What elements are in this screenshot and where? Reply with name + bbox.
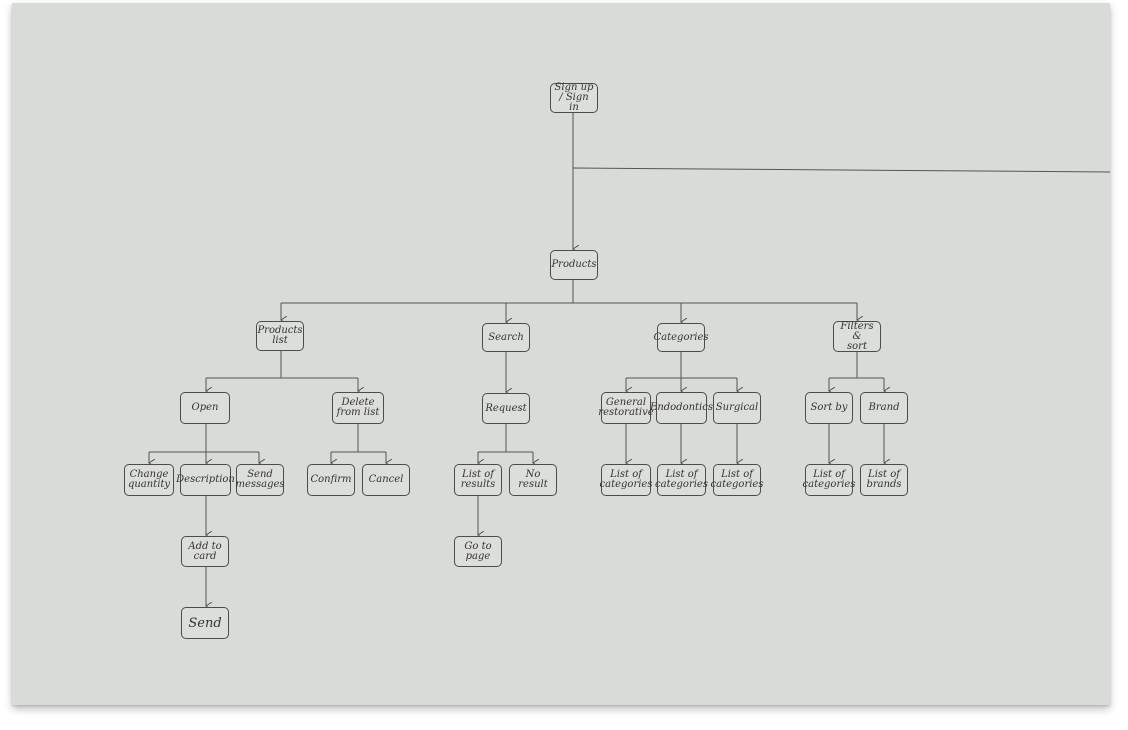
node-search: Search [482, 323, 530, 352]
node-brand: Brand [860, 392, 908, 424]
node-add-to-card: Add to card [181, 536, 229, 567]
node-delete-from-list: Delete from list [332, 392, 384, 424]
node-list-of-categories-sort: List of categories [803, 464, 855, 496]
node-surgical: Surgical [713, 392, 761, 424]
node-list-of-categories-surgical: List of categories [711, 464, 763, 496]
node-products-list: Products list [256, 321, 304, 351]
node-list-of-results: List of results [454, 464, 502, 496]
node-categories: Categories [654, 323, 709, 352]
node-products: Products [550, 250, 598, 280]
node-cancel: Cancel [362, 464, 410, 496]
node-open: Open [180, 392, 230, 424]
node-list-of-categories-endodontics: List of categories [655, 464, 708, 496]
node-request: Request [482, 393, 530, 424]
paper-sheet [12, 3, 1110, 705]
node-go-to-page: Go to page [454, 536, 502, 567]
node-description: Description [176, 464, 235, 496]
node-general-restorative: General restorative [598, 392, 654, 424]
node-confirm: Confirm [307, 464, 355, 496]
node-send-messages: Send messages [235, 464, 285, 496]
node-no-result: No result [509, 464, 557, 496]
connector-signin-offpage [572, 167, 1111, 173]
node-change-quantity: Change quantity [124, 464, 174, 496]
node-list-of-brands: List of brands [860, 464, 908, 496]
node-sort-by: Sort by [805, 392, 853, 424]
node-list-of-categories-general: List of categories [600, 464, 652, 496]
node-endodontics: Endodontics [650, 392, 713, 424]
node-send: Send [181, 607, 229, 639]
node-filters-sort: Filters & sort [833, 321, 881, 352]
node-sign-in: Sign up / Sign in [550, 83, 598, 113]
